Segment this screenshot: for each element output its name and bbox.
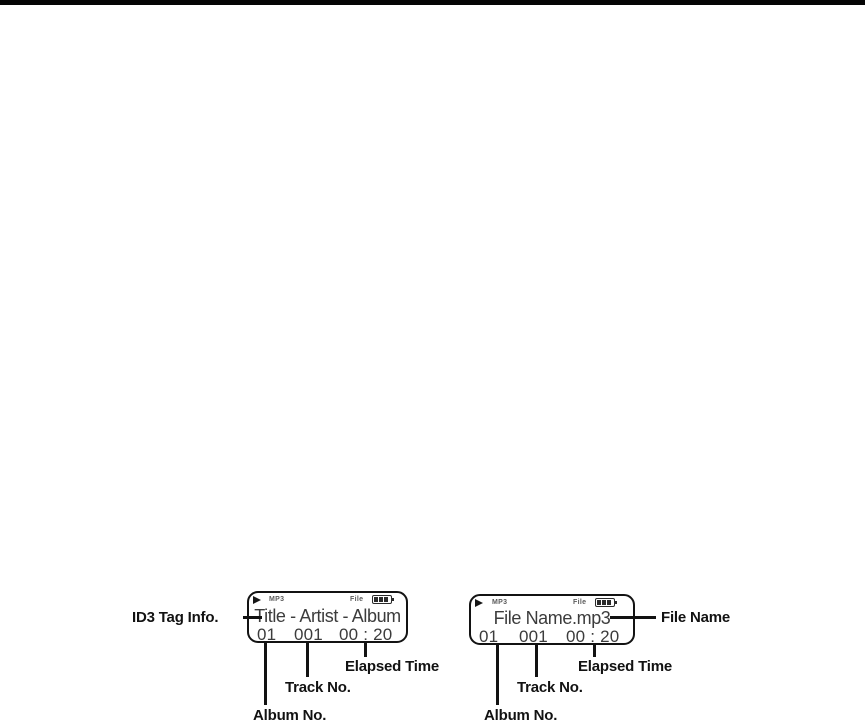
id3-tag-info-label: ID3 Tag Info. (132, 609, 219, 626)
battery-icon (595, 598, 617, 607)
lcd-screen-id3: MP3 File Title - Artist - Album 01 001 0… (247, 591, 408, 643)
file-name-callout-line (610, 616, 656, 619)
album-no-label: Album No. (253, 707, 327, 724)
file-mode-label: File (573, 599, 587, 606)
track-number-value: 001 (294, 625, 323, 644)
track-no-label: Track No. (517, 679, 583, 696)
lcd-filename-content: MP3 File File Name.mp3 01 001 00 : 20 (471, 596, 633, 646)
battery-bar (379, 597, 383, 602)
codec-label: MP3 (492, 599, 508, 606)
battery-bar (597, 600, 601, 605)
battery-icon (372, 595, 394, 604)
album-no-callout-line (496, 645, 499, 705)
battery-nub (615, 601, 617, 604)
elapsed-time-value: 00 : 20 (566, 627, 620, 646)
elapsed-time-label: Elapsed Time (345, 658, 440, 675)
elapsed-time-callout-line (364, 642, 367, 657)
file-mode-label: File (350, 596, 364, 603)
codec-label: MP3 (269, 596, 285, 603)
lcd-id3-content: MP3 File Title - Artist - Album 01 001 0… (249, 593, 406, 644)
file-name-text: File Name.mp3 (493, 608, 611, 628)
track-no-label: Track No. (285, 679, 351, 696)
track-number-value: 001 (519, 627, 548, 646)
play-icon (475, 599, 483, 607)
page-top-rule (0, 0, 865, 5)
track-no-callout-line (535, 645, 538, 677)
album-number-value: 01 (257, 625, 277, 644)
elapsed-time-value: 00 : 20 (339, 625, 393, 644)
battery-nub (392, 598, 394, 601)
elapsed-time-callout-line (593, 643, 596, 657)
album-no-callout-line (264, 643, 267, 705)
file-name-label: File Name (661, 609, 731, 626)
id3-callout-line (243, 616, 262, 619)
battery-bar (602, 600, 606, 605)
battery-bar (384, 597, 388, 602)
play-icon (253, 596, 261, 604)
lcd-screen-filename: MP3 File File Name.mp3 01 001 00 : 20 (469, 594, 635, 645)
elapsed-time-label: Elapsed Time (578, 658, 673, 675)
battery-bar (607, 600, 611, 605)
track-no-callout-line (306, 643, 309, 677)
id3-tag-text: Title - Artist - Album (254, 606, 401, 626)
battery-bar (374, 597, 378, 602)
album-number-value: 01 (479, 627, 499, 646)
album-no-label: Album No. (484, 707, 558, 724)
